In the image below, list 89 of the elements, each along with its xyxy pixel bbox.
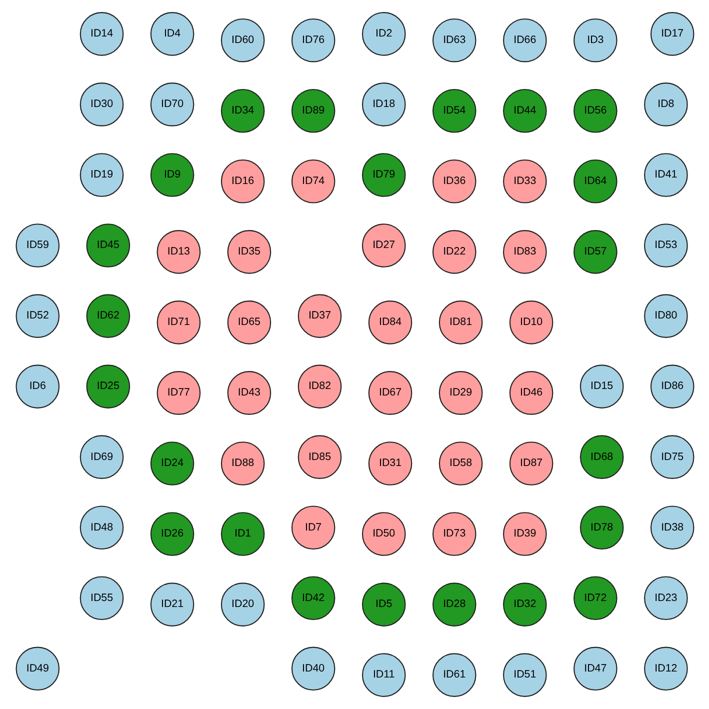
node-circle: ID13 <box>156 230 200 274</box>
node-circle: ID73 <box>432 512 476 556</box>
node-circle: ID85 <box>297 435 342 479</box>
node-circle: ID15 <box>579 364 624 408</box>
node-circle: ID57 <box>573 230 617 274</box>
node-circle: ID45 <box>86 224 130 268</box>
node-circle: ID11 <box>361 653 406 697</box>
node-circle: ID6 <box>15 364 60 408</box>
node-circle: ID43 <box>226 371 271 415</box>
node-circle: ID17 <box>650 12 694 56</box>
node-circle: ID32 <box>502 582 546 626</box>
node-circle: ID40 <box>290 646 335 691</box>
node-circle: ID68 <box>579 435 624 479</box>
node-circle: ID14 <box>79 12 124 56</box>
node-circle: ID1 <box>220 512 264 556</box>
node-circle: ID79 <box>361 153 406 197</box>
node-circle: ID67 <box>368 371 412 415</box>
node-circle: ID53 <box>644 224 688 268</box>
node-circle: ID83 <box>502 230 546 274</box>
node-circle: ID72 <box>573 576 617 620</box>
node-circle: ID71 <box>156 300 200 344</box>
node-circle: ID38 <box>650 506 694 550</box>
node-circle: ID8 <box>644 82 688 126</box>
node-circle: ID49 <box>15 646 60 691</box>
node-circle: ID84 <box>368 300 412 344</box>
node-circle: ID47 <box>573 646 617 691</box>
node-circle: ID62 <box>86 294 130 338</box>
node-circle: ID54 <box>432 88 476 133</box>
node-circle: ID41 <box>644 153 688 197</box>
node-circle: ID50 <box>361 512 406 556</box>
node-circle: ID51 <box>502 653 546 697</box>
node-circle: ID19 <box>79 153 124 197</box>
node-circle: ID48 <box>79 506 124 550</box>
node-circle: ID21 <box>150 582 194 626</box>
node-circle: ID3 <box>573 18 617 62</box>
node-circle: ID10 <box>508 300 553 344</box>
node-circle: ID86 <box>650 364 694 408</box>
node-circle: ID52 <box>15 294 60 338</box>
node-circle: ID28 <box>432 582 476 626</box>
node-circle: ID70 <box>150 82 194 126</box>
node-circle: ID34 <box>220 88 264 133</box>
node-circle: ID65 <box>226 300 271 344</box>
node-circle: ID55 <box>79 576 124 620</box>
node-circle: ID37 <box>297 294 342 338</box>
node-circle: ID46 <box>508 371 553 415</box>
node-circle: ID22 <box>432 230 476 274</box>
node-circle: ID25 <box>86 364 130 408</box>
node-circle: ID87 <box>508 442 553 486</box>
node-circle: ID76 <box>290 18 335 62</box>
node-circle: ID74 <box>290 160 335 204</box>
node-circle: ID81 <box>438 300 482 344</box>
node-circle: ID9 <box>150 153 194 197</box>
node-circle: ID56 <box>573 88 617 133</box>
node-circle: ID5 <box>361 582 406 626</box>
node-circle: ID23 <box>644 576 688 620</box>
node-circle: ID61 <box>432 653 476 697</box>
node-circle: ID80 <box>644 294 688 338</box>
node-circle: ID24 <box>150 442 194 486</box>
node-circle: ID75 <box>650 435 694 479</box>
node-circle: ID64 <box>573 160 617 204</box>
node-circle: ID82 <box>297 364 342 408</box>
node-circle: ID69 <box>79 435 124 479</box>
node-circle: ID26 <box>150 512 194 556</box>
node-circle: ID78 <box>579 506 624 550</box>
node-circle: ID30 <box>79 82 124 126</box>
node-circle: ID44 <box>502 88 546 133</box>
node-circle: ID7 <box>290 506 335 550</box>
node-circle: ID89 <box>290 88 335 133</box>
node-circle: ID35 <box>226 230 271 274</box>
node-circle: ID88 <box>220 442 264 486</box>
node-circle: ID31 <box>368 442 412 486</box>
node-circle: ID63 <box>432 18 476 62</box>
node-circle: ID16 <box>220 160 264 204</box>
node-circle: ID36 <box>432 160 476 204</box>
node-circle: ID27 <box>361 224 406 268</box>
node-circle: ID58 <box>438 442 482 486</box>
node-circle: ID4 <box>150 12 194 56</box>
node-circle: ID59 <box>15 224 60 268</box>
node-circle: ID66 <box>502 18 546 62</box>
node-circle: ID60 <box>220 18 264 62</box>
node-circle: ID29 <box>438 371 482 415</box>
node-circle: ID12 <box>644 646 688 691</box>
node-circle: ID2 <box>361 12 406 56</box>
node-circle: ID20 <box>220 582 264 626</box>
node-circle: ID42 <box>290 576 335 620</box>
node-circle: ID33 <box>502 160 546 204</box>
node-circle: ID77 <box>156 371 200 415</box>
node-circle: ID39 <box>502 512 546 556</box>
node-circle: ID18 <box>361 82 406 126</box>
